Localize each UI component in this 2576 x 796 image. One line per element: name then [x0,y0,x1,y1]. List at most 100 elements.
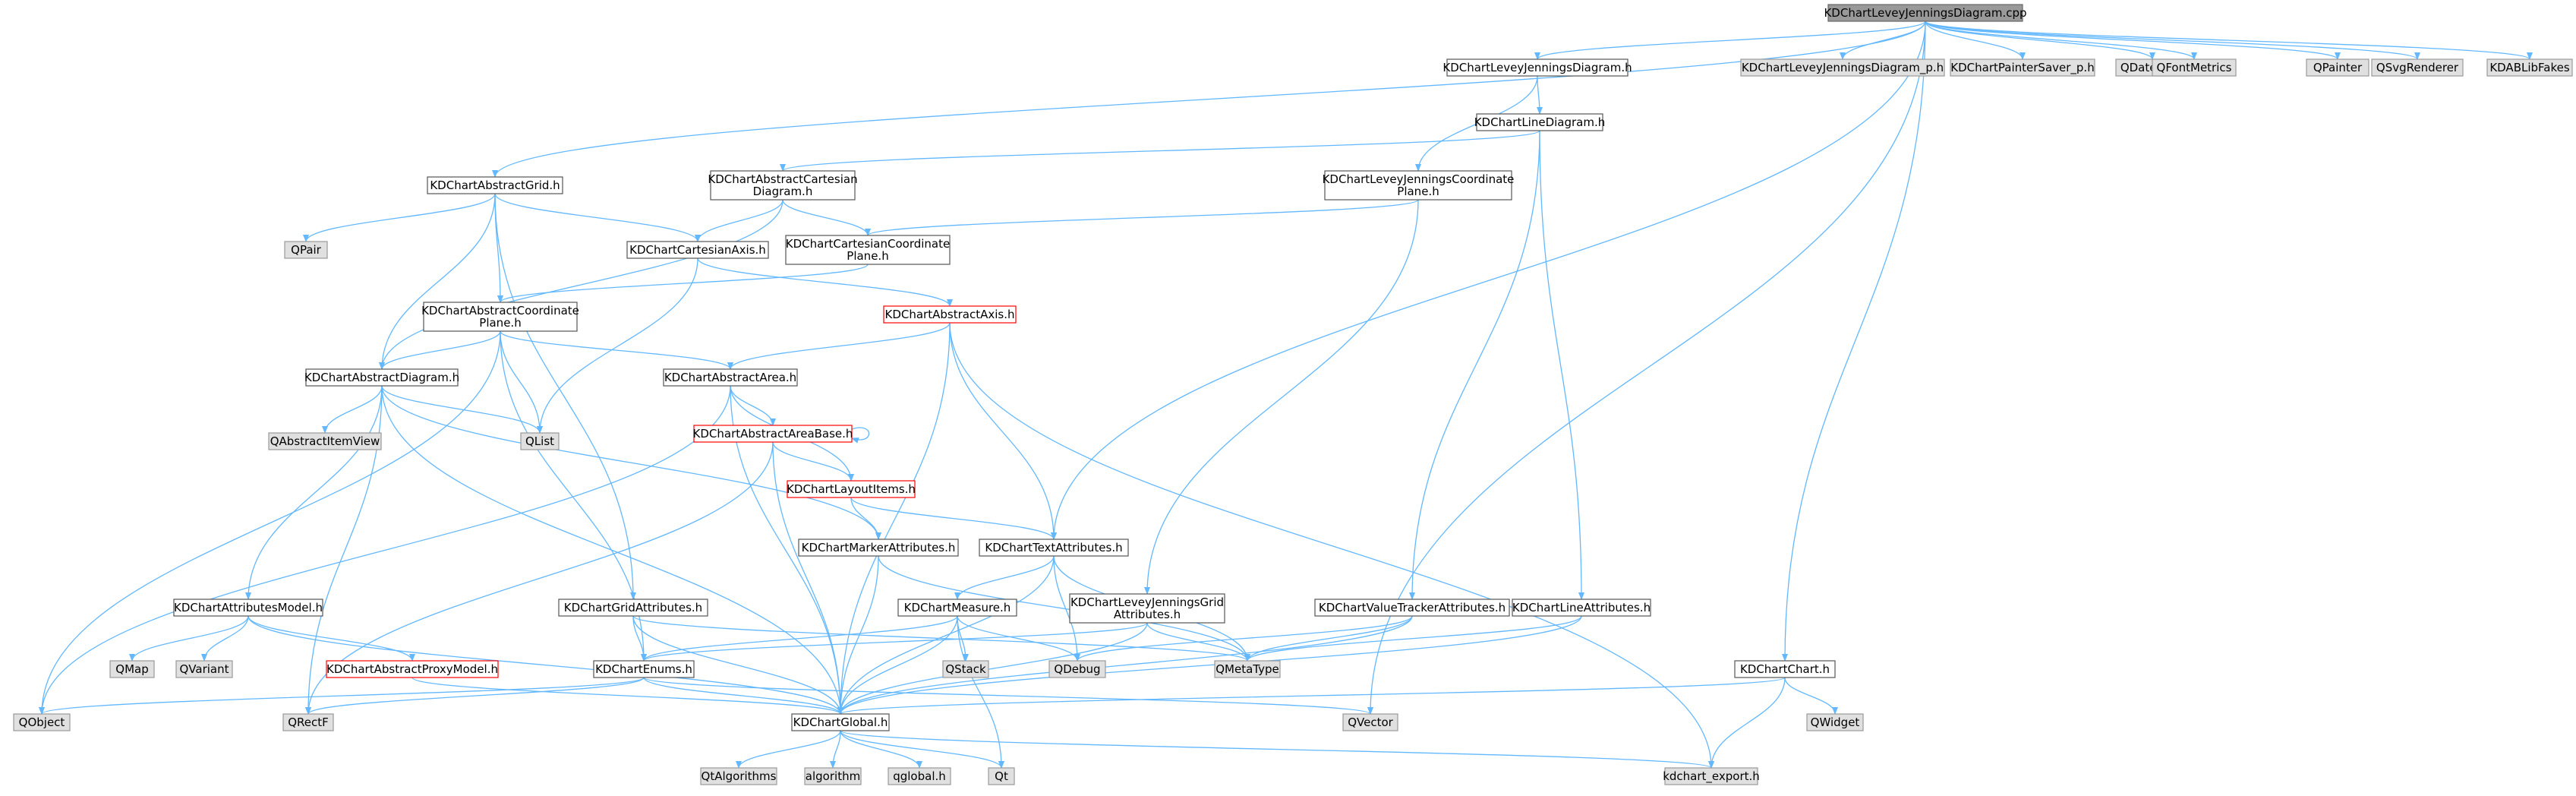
node-qPair[interactable]: QPair [284,241,328,259]
edge-absProxyModel-to-global [411,677,843,715]
node-box [804,767,862,785]
node-box [1740,58,1945,77]
edge-layoutItems-to-textAttrs [850,497,1057,540]
node-lineDiagram[interactable]: KDChartLineDiagram.h [1474,113,1606,131]
node-algorithm[interactable]: algorithm [804,767,862,785]
node-qt[interactable]: Qt [988,767,1015,785]
node-ljDiagramH[interactable]: KDChartLeveyJenningsDiagram.h [1442,58,1632,77]
node-box [423,302,578,332]
edge-root-to-qPainter [1925,21,2341,60]
node-label: KDChartAbstractCartesian [708,172,857,186]
node-abstractAreaBase[interactable]: KDChartAbstractAreaBase.h [693,425,853,443]
node-label: KDChartMarkerAttributes.h [802,541,956,554]
node-qSvgRenderer[interactable]: QSvgRenderer [2371,58,2464,77]
node-qObject[interactable]: QObject [13,713,71,731]
node-lineAttrs[interactable]: KDChartLineAttributes.h [1512,599,1651,617]
node-qWidget[interactable]: QWidget [1806,713,1864,731]
node-painterSaver[interactable]: KDChartPainterSaver_p.h [1950,58,2095,77]
node-textAttrs[interactable]: KDChartTextAttributes.h [979,539,1129,557]
edge-global-to-qglobal [840,730,922,769]
node-absProxyModel[interactable]: KDChartAbstractProxyModel.h [326,660,499,678]
node-box [2371,58,2464,77]
node-qStack[interactable]: QStack [942,660,989,678]
edge-root-to-textAttrs [1051,21,1926,540]
node-layoutItems[interactable]: KDChartLayoutItems.h [787,480,916,498]
edge-absCartDiagram-to-cartAxis [695,199,784,242]
node-box [13,713,71,731]
node-qMetaType[interactable]: QMetaType [1214,660,1281,678]
node-markerAttrs[interactable]: KDChartMarkerAttributes.h [798,539,959,557]
edge-cartCoordPlane-to-absCoordPlane [497,264,869,303]
node-qFontMetrics[interactable]: QFontMetrics [2152,58,2237,77]
node-cartAxis[interactable]: KDChartCartesianAxis.h [626,241,769,259]
node-valueTrackerAttrs[interactable]: KDChartValueTrackerAttributes.h [1314,599,1510,617]
edge-markerAttrs-to-qMetaType [878,555,1250,662]
node-box [1342,713,1398,731]
node-kdabLibFakes[interactable]: KDABLibFakes [2486,58,2573,77]
edge-abstractAxis-to-abstractArea [727,322,951,370]
edge-abstractArea-to-abstractAreaBase [730,385,776,426]
node-qPainter[interactable]: QPainter [2306,58,2369,77]
edge-attrsModel-to-global [248,615,843,715]
edge-abstractDiagram-to-qList [381,385,543,434]
edge-lineDiagram-to-valueTrackerAttrs [1409,130,1540,600]
node-gridAttrs[interactable]: KDChartGridAttributes.h [558,599,708,617]
edge-root-to-ljDiagramPH [1840,21,1926,60]
node-abstractAxis[interactable]: KDChartAbstractAxis.h [883,305,1017,324]
node-qRectF[interactable]: QRectF [282,713,334,731]
edge-abstractGrid-to-abstractDiagram [379,193,496,370]
node-label: kdchart_export.h [1663,769,1760,784]
node-chartH[interactable]: KDChartChart.h [1734,660,1836,678]
node-label: KDChartPainterSaver_p.h [1950,61,2094,75]
node-ljDiagramPH[interactable]: KDChartLeveyJenningsDiagram_p.h [1740,58,1945,77]
node-qDebug[interactable]: QDebug [1048,660,1106,678]
node-box [2486,58,2573,77]
node-abstractGrid[interactable]: KDChartAbstractGrid.h [427,176,563,194]
node-label: QPair [291,243,322,257]
node-enums[interactable]: KDChartEnums.h [593,660,695,678]
edge-abstractAxis-to-textAttrs [949,322,1057,540]
node-box [109,660,155,678]
edge-root-to-qFontMetrics [1925,21,2197,60]
node-box [1950,58,2095,77]
node-label: KDChartGridAttributes.h [564,601,702,614]
node-label: Diagram.h [753,185,813,198]
node-root[interactable]: KDChartLeveyJenningsDiagram.cpp [1824,4,2027,22]
edge-cartAxis-to-qList [537,257,698,434]
node-box [785,235,951,265]
node-box [979,539,1129,557]
node-qVariant[interactable]: QVariant [175,660,233,678]
node-qMap[interactable]: QMap [109,660,155,678]
node-box [1664,767,1758,785]
node-abstractArea[interactable]: KDChartAbstractArea.h [663,368,798,387]
node-qtAlgorithms[interactable]: QtAlgorithms [700,767,777,785]
node-measure[interactable]: KDChartMeasure.h [897,599,1017,617]
edge-attrsModel-to-absProxyModel [248,615,415,662]
node-box [1476,113,1603,131]
node-kdchartExport[interactable]: kdchart_export.h [1663,767,1760,785]
edge-attrsModel-to-qVariant [201,615,249,662]
node-attrsModel[interactable]: KDChartAttributesModel.h [173,599,323,617]
node-label: KDChartAbstractProxyModel.h [326,662,498,676]
node-box [284,241,328,259]
node-qVector[interactable]: QVector [1342,713,1398,731]
node-qglobal[interactable]: qglobal.h [888,767,951,785]
node-box [558,599,708,617]
edge-abstractAreaBase-to-global [772,441,843,715]
node-label: KDChartMeasure.h [904,601,1011,614]
node-abstractDiagram[interactable]: KDChartAbstractDiagram.h [304,368,459,387]
node-qAbstractItemView[interactable]: QAbstractItemView [268,432,382,450]
node-label: KDChartAbstractAreaBase.h [693,427,853,441]
node-label: QDebug [1054,662,1100,676]
edge-root-to-abstractGrid [492,21,1926,178]
edge-ljDiagramH-to-lineDiagram [1536,75,1543,115]
node-qList[interactable]: QList [520,432,560,450]
edge-abstractArea-to-qObject [39,385,731,715]
node-global[interactable]: KDChartGlobal.h [791,713,890,731]
